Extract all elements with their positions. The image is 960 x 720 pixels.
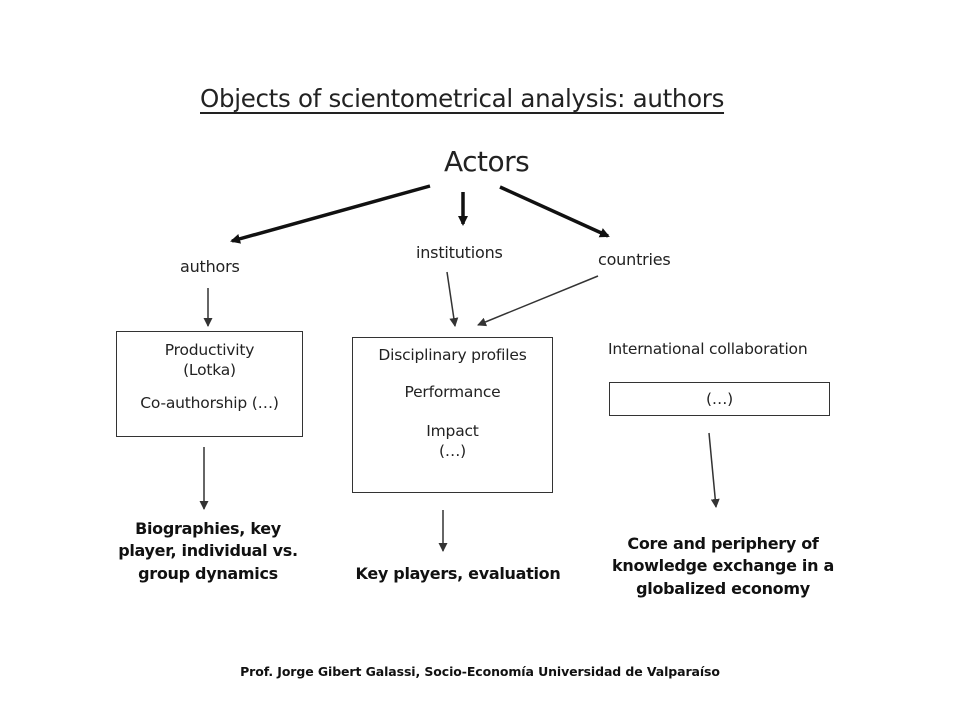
footer-credit: Prof. Jorge Gibert Galassi, Socio-Econom… xyxy=(240,664,720,679)
institutions-box: Disciplinary profiles Performance Impact… xyxy=(352,337,553,493)
institutions-box-line-3: Impact xyxy=(426,422,479,441)
countries-outcome-line-2: knowledge exchange in a xyxy=(612,556,834,576)
arrow-actors-to-authors xyxy=(230,184,431,244)
authors-box-line-3: Co-authorship (…) xyxy=(140,394,279,413)
countries-outcome: Core and periphery of knowledge exchange… xyxy=(610,533,836,600)
institutions-box-line-2: Performance xyxy=(404,383,501,402)
authors-box-line-1: Productivity xyxy=(164,341,255,359)
branch-label-institutions: institutions xyxy=(416,243,503,262)
authors-outcome-line-2: player, individual vs. xyxy=(118,541,298,561)
authors-outcome-line-3: group dynamics xyxy=(138,563,278,583)
authors-outcome-line-1: Biographies, key xyxy=(135,519,281,538)
authors-box: Productivity (Lotka) Co-authorship (…) xyxy=(116,331,303,437)
countries-outcome-line-3: globalized economy xyxy=(636,578,810,598)
authors-outcome: Biographies, key player, individual vs. … xyxy=(110,518,306,585)
root-node-actors: Actors xyxy=(444,145,530,178)
arrow-countries-to-institutions-box xyxy=(477,275,599,327)
institutions-box-line-4: (…) xyxy=(439,442,466,461)
institutions-outcome-line-1: Key players, evaluation xyxy=(355,564,561,583)
institutions-box-line-1: Disciplinary profiles xyxy=(378,346,527,364)
international-collaboration-label: International collaboration xyxy=(608,340,808,358)
branch-label-countries: countries xyxy=(598,250,671,269)
countries-box-line-1: (…) xyxy=(706,390,733,408)
arrow-countries-box-to-outcome xyxy=(708,432,720,508)
arrow-actors-to-countries xyxy=(499,185,610,238)
institutions-outcome: Key players, evaluation xyxy=(350,563,566,585)
arrow-institutions-to-box xyxy=(446,271,459,327)
countries-outcome-line-1: Core and periphery of xyxy=(627,534,819,553)
countries-box: (…) xyxy=(609,382,830,416)
slide-title: Objects of scientometrical analysis: aut… xyxy=(200,84,725,113)
authors-box-line-2: (Lotka) xyxy=(183,361,236,380)
branch-label-authors: authors xyxy=(180,257,240,276)
